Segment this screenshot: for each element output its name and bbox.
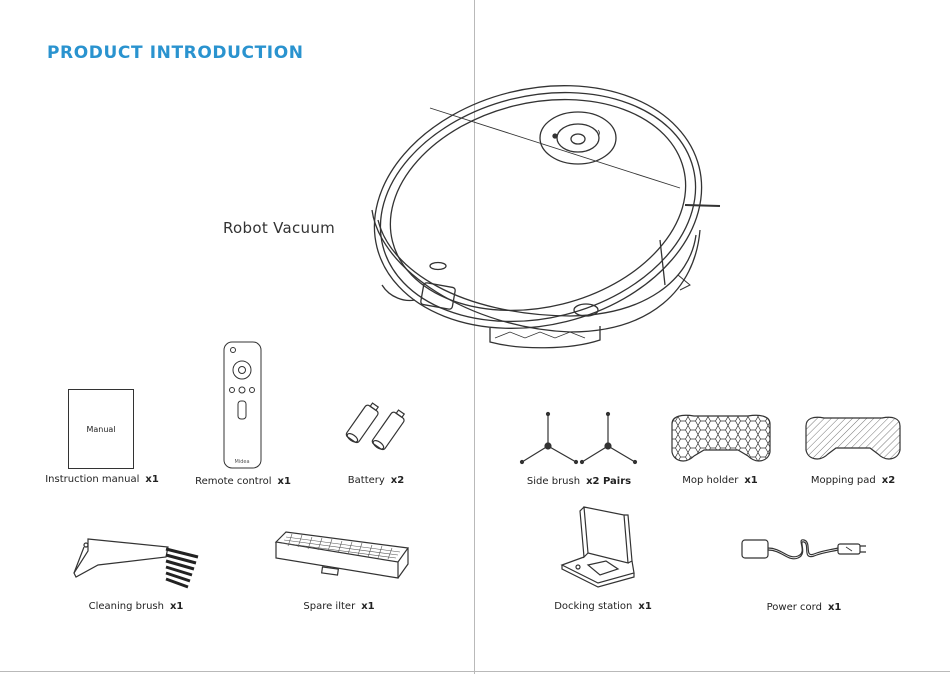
power-cord-image bbox=[738, 530, 872, 570]
caption-qty: x2 bbox=[882, 475, 895, 486]
caption-cleaning-brush: Cleaning brush x1 bbox=[89, 601, 184, 612]
caption-label: Power cord bbox=[767, 602, 822, 613]
caption-docking-station: Docking station x1 bbox=[554, 601, 652, 612]
caption-label: Mop holder bbox=[682, 475, 738, 486]
caption-side-brush: Side brush x2 Pairs bbox=[527, 476, 631, 487]
caption-qty: x2 bbox=[391, 475, 404, 486]
caption-mopping-pad: Mopping pad x2 bbox=[811, 475, 895, 486]
caption-power-cord: Power cord x1 bbox=[767, 602, 842, 613]
caption-qty: x1 bbox=[828, 602, 841, 613]
caption-qty: x1 bbox=[145, 474, 158, 485]
caption-qty: x1 bbox=[638, 601, 651, 612]
caption-instruction-manual: Instruction manual x1 bbox=[45, 474, 159, 485]
remote-brand-text: Midea bbox=[234, 459, 249, 465]
caption-qty: x1 bbox=[170, 601, 183, 612]
page-title: PRODUCT INTRODUCTION bbox=[47, 43, 304, 63]
caption-qty: x1 bbox=[361, 601, 374, 612]
caption-qty: x2 Pairs bbox=[586, 476, 631, 487]
caption-label: Docking station bbox=[554, 601, 632, 612]
manual-booklet-image: Manual bbox=[68, 389, 134, 469]
mop-holder-image bbox=[668, 412, 774, 468]
docking-station-image bbox=[558, 503, 654, 591]
caption-qty: x1 bbox=[744, 475, 757, 486]
page-divider-bottom bbox=[0, 671, 950, 672]
caption-qty: x1 bbox=[278, 476, 291, 487]
caption-spare-filter: Spare ilter x1 bbox=[303, 601, 374, 612]
manual-booklet-text: Manual bbox=[86, 425, 115, 434]
caption-battery: Battery x2 bbox=[348, 475, 404, 486]
spare-filter-image bbox=[272, 528, 412, 590]
cleaning-brush-image bbox=[70, 535, 202, 595]
caption-mop-holder: Mop holder x1 bbox=[682, 475, 758, 486]
robot-vacuum-label: Robot Vacuum bbox=[223, 219, 335, 237]
robot-vacuum-image bbox=[360, 70, 730, 355]
mopping-pad-image bbox=[802, 412, 904, 464]
side-brush-image bbox=[518, 410, 638, 468]
remote-control-image: Midea bbox=[223, 341, 263, 469]
caption-label: Side brush bbox=[527, 476, 580, 487]
caption-label: Battery bbox=[348, 475, 385, 486]
caption-label: Spare ilter bbox=[303, 601, 355, 612]
caption-label: Remote control bbox=[195, 476, 271, 487]
caption-label: Cleaning brush bbox=[89, 601, 164, 612]
caption-remote-control: Remote control x1 bbox=[195, 476, 291, 487]
caption-label: Instruction manual bbox=[45, 474, 139, 485]
battery-image bbox=[340, 400, 415, 458]
caption-label: Mopping pad bbox=[811, 475, 876, 486]
